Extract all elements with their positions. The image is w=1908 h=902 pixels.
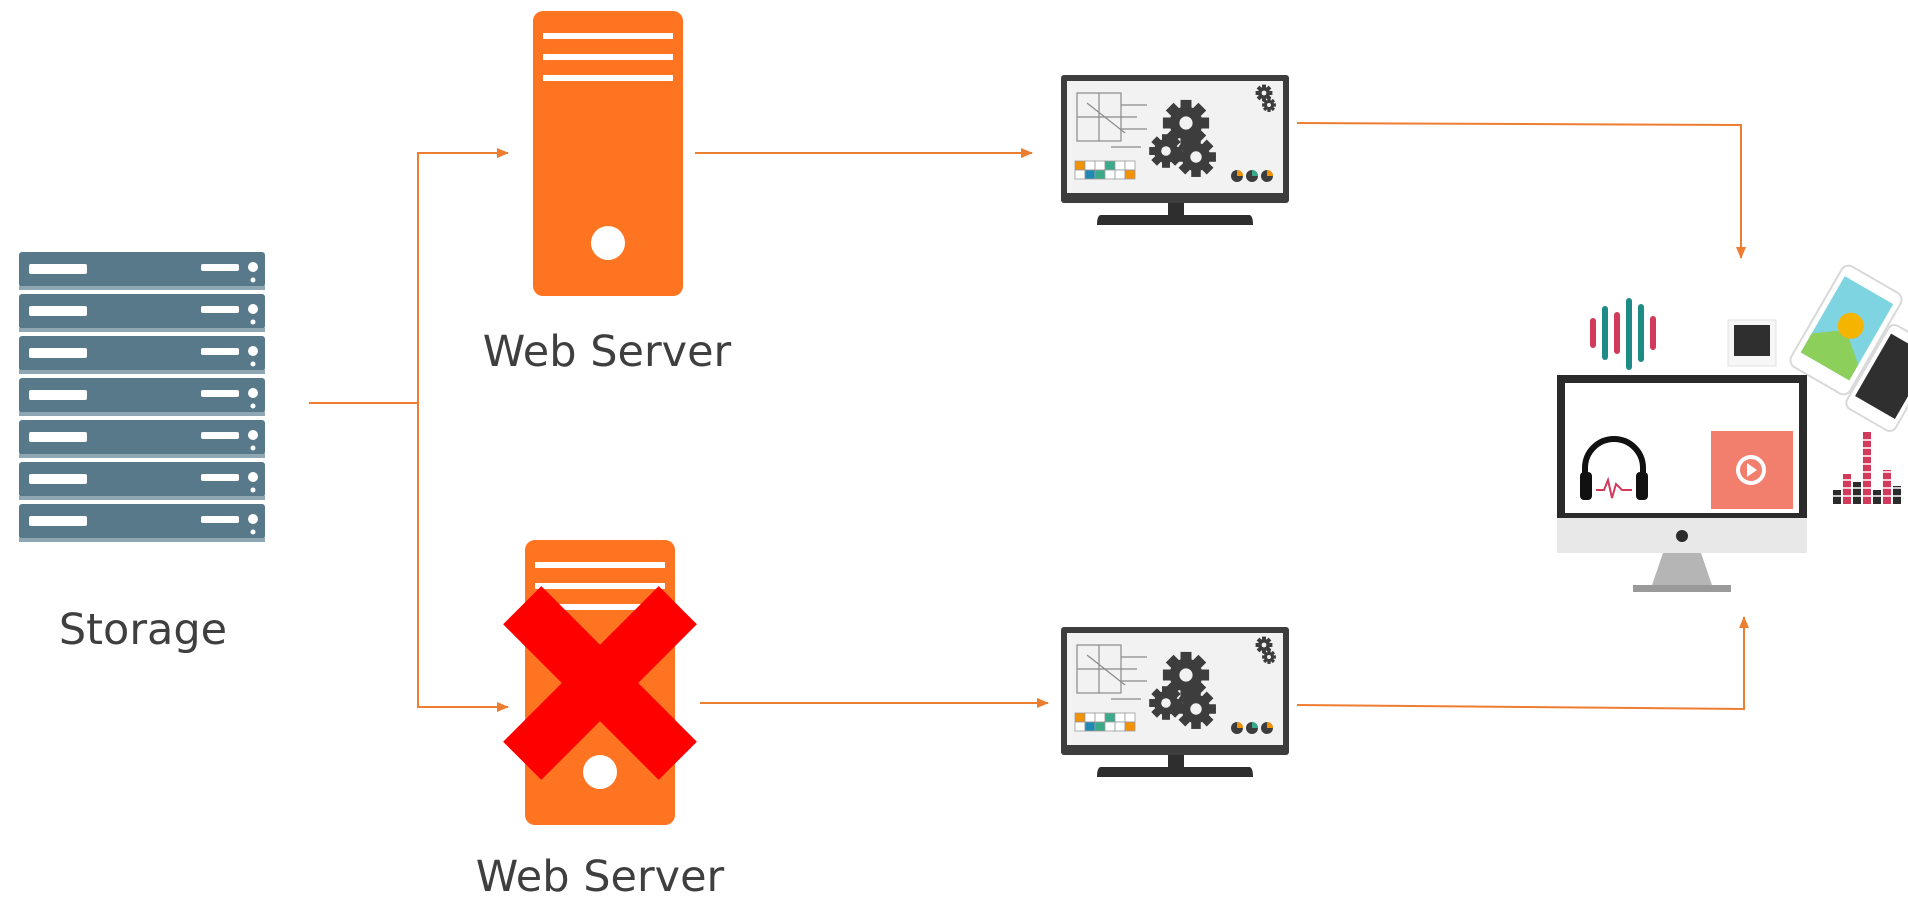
connectors	[309, 122, 1749, 712]
connector-bottom-monitor-to-client	[1296, 616, 1749, 711]
storage-label: Storage	[59, 605, 227, 655]
photo-icon	[1727, 319, 1777, 367]
top-web-server-node: Web Server	[483, 11, 732, 377]
bottom-web-server-node: Web Server	[476, 540, 725, 902]
server-rack-icon	[19, 252, 265, 542]
phone-icon	[1845, 323, 1908, 433]
connector-storage-to-bottom-server	[417, 403, 509, 712]
multimedia-devices-icon	[1557, 264, 1908, 592]
sound-wave-icon	[1590, 298, 1656, 370]
monitor-gears-icon	[1061, 75, 1289, 225]
equalizer-icon	[1833, 432, 1903, 504]
phone-icon	[1789, 264, 1903, 396]
web-server-top-label: Web Server	[483, 327, 732, 377]
desktop-monitor-icon	[1557, 375, 1807, 592]
web-server-bottom-label: Web Server	[476, 852, 725, 902]
connector-storage-to-top-server	[309, 148, 509, 404]
connector-top-monitor-to-client	[1296, 122, 1746, 259]
tower-server-icon	[533, 11, 683, 296]
headphones-icon	[1582, 436, 1646, 480]
red-x-icon	[503, 586, 697, 780]
storage-node: Storage	[19, 252, 265, 655]
monitor-gears-icon	[1061, 627, 1289, 777]
